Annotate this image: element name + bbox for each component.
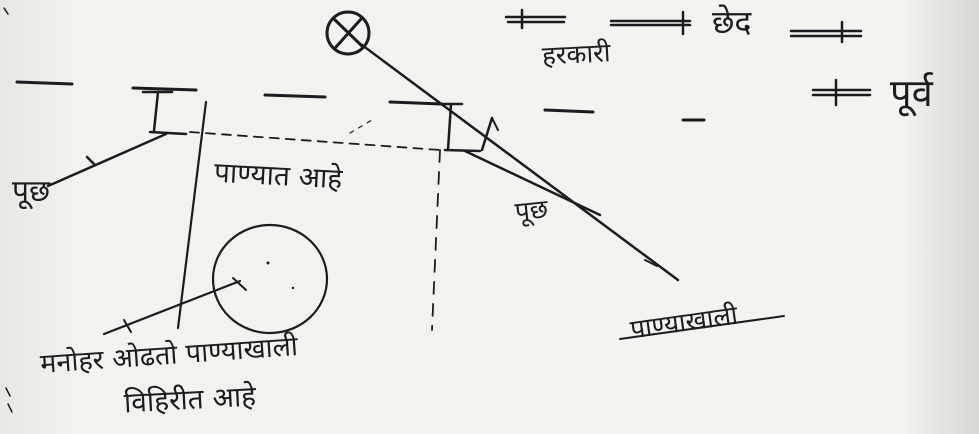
label-sentence-line2: विहिरीत आहे — [123, 379, 257, 420]
label-under-top: हरकारी — [541, 38, 612, 72]
water-box — [176, 100, 441, 331]
east-marks — [811, 78, 872, 107]
right-float — [436, 102, 602, 217]
label-top-right: छेद — [712, 3, 752, 41]
crossed-circle — [325, 10, 371, 56]
label-east: पूर्व — [890, 71, 933, 115]
water-surface-dashes — [15, 80, 706, 122]
diagonal-line — [360, 43, 680, 282]
label-in-water: पाण्यात आहे — [213, 155, 344, 196]
bottom-right-rule — [619, 315, 785, 340]
submerged-circle — [102, 223, 329, 336]
label-left-float: पूछ — [12, 174, 51, 209]
diagonal-tick-1 — [491, 117, 499, 131]
top-marks — [504, 8, 863, 44]
diagonal-tick-2 — [644, 259, 658, 267]
left-float — [46, 90, 188, 188]
edge-marks — [3, 7, 13, 413]
label-diagonal-float: पूछ — [513, 194, 550, 228]
